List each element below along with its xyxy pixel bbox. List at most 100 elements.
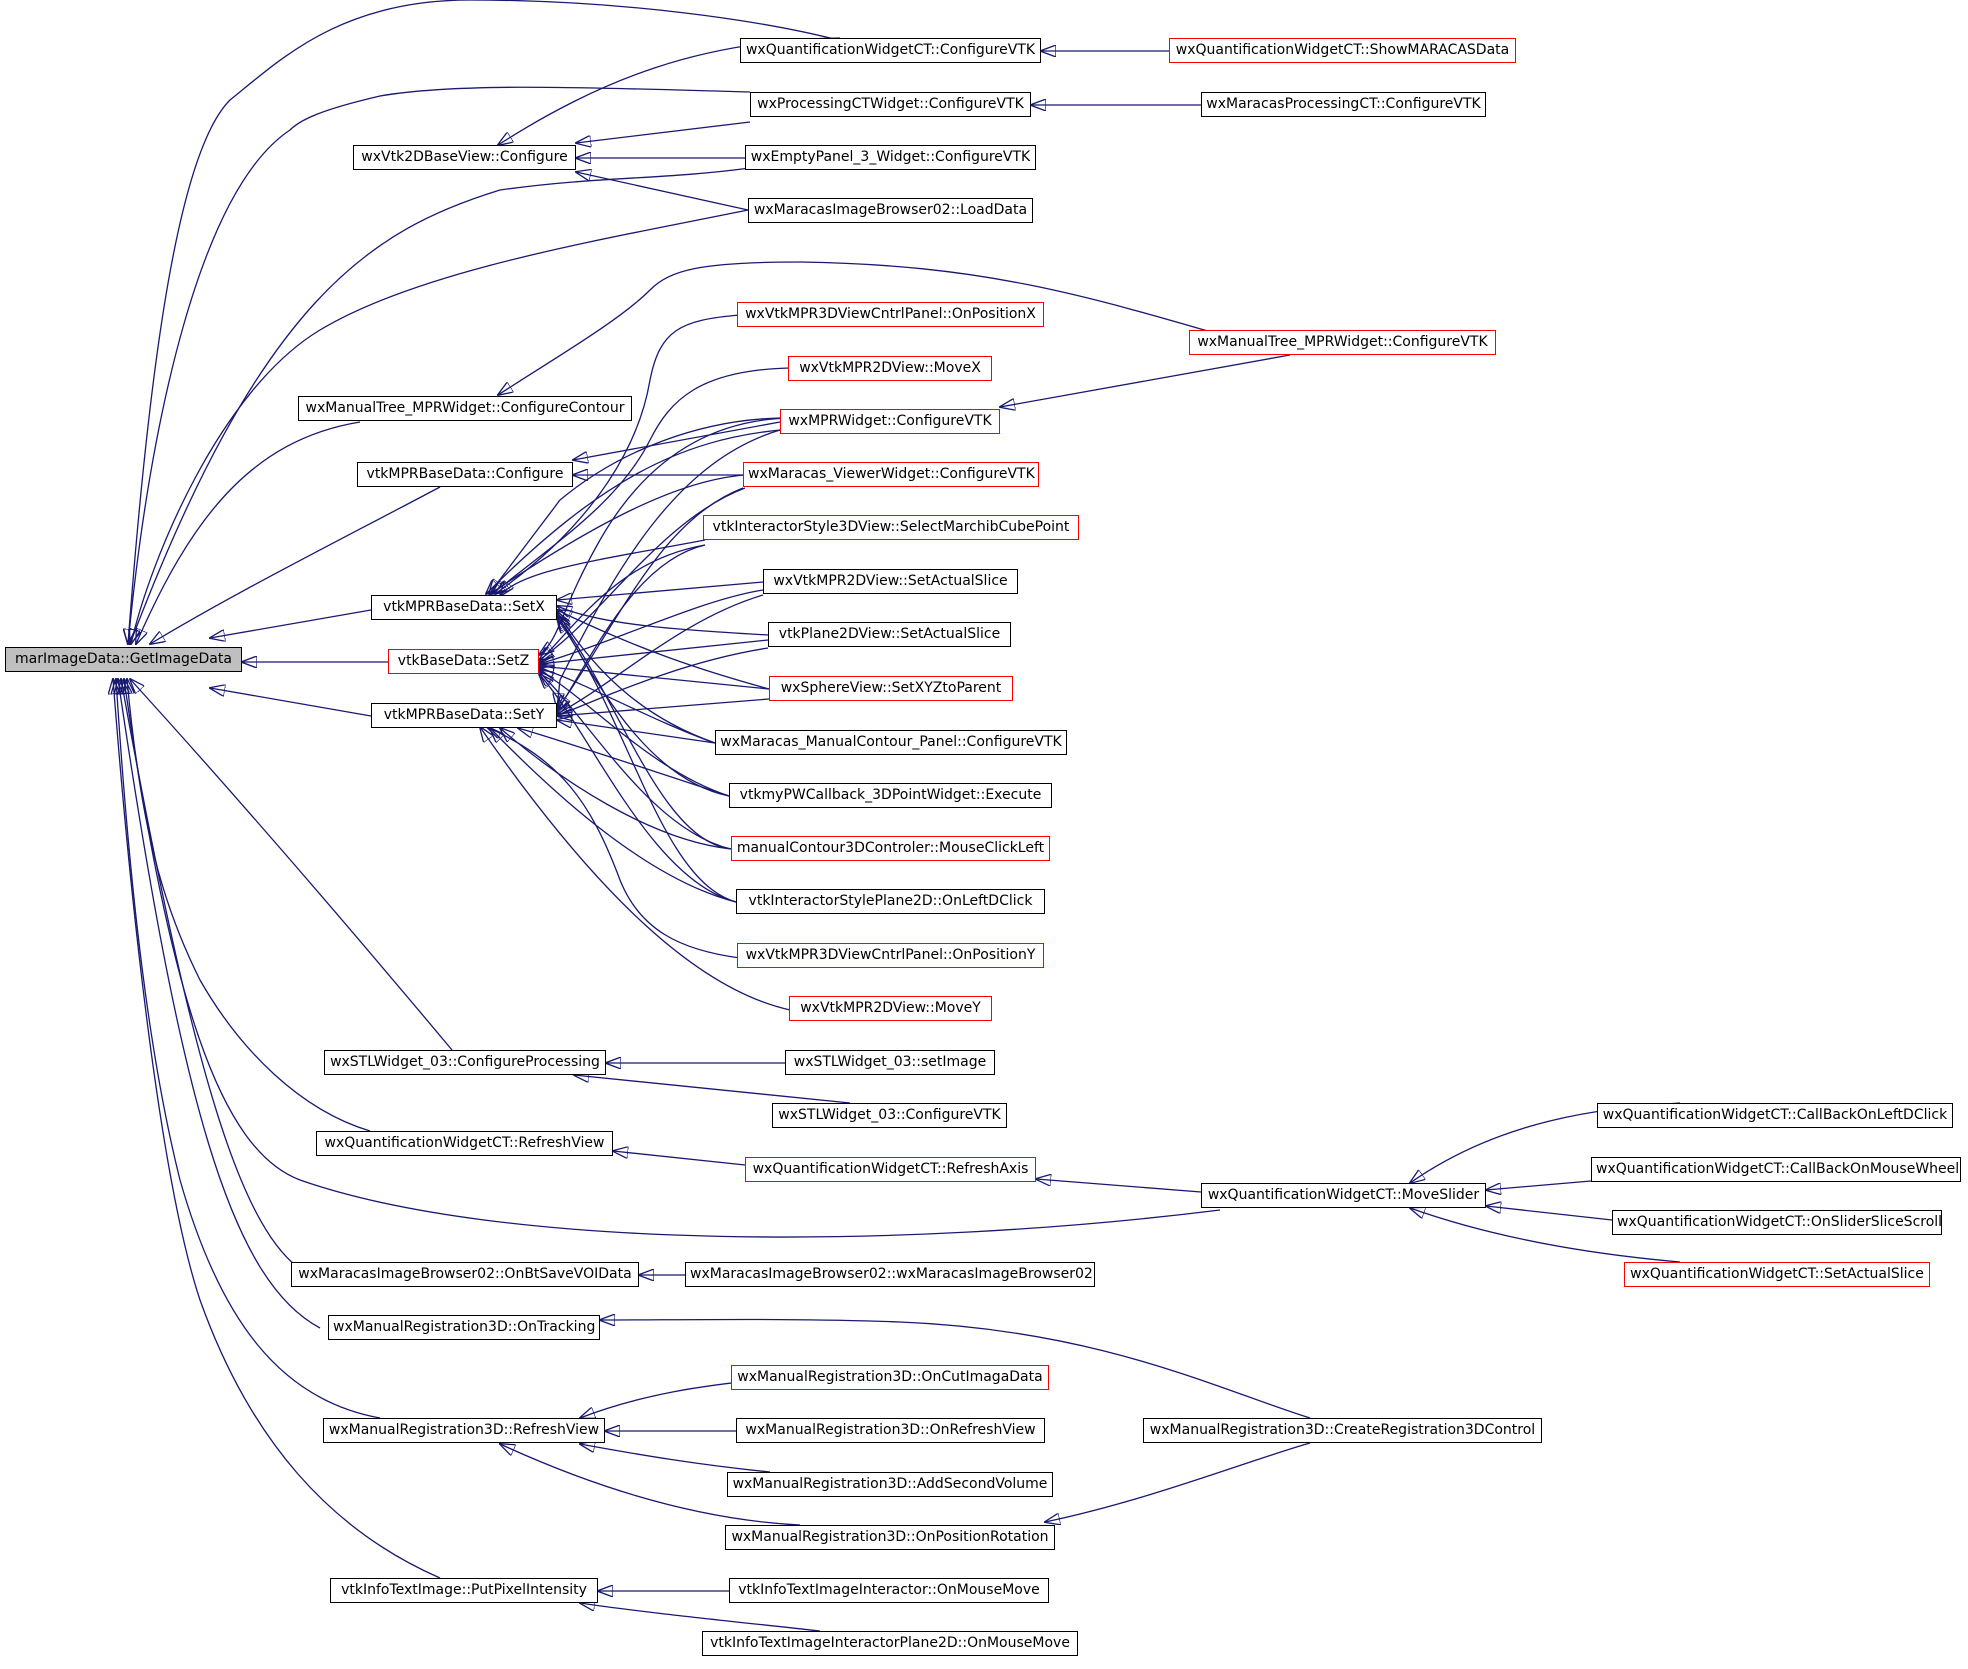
node-setx[interactable]: vtkMPRBaseData::SetX [371, 595, 557, 620]
node-mpr2d-set-actual-slice[interactable]: wxVtkMPR2DView::SetActualSlice [763, 569, 1018, 594]
call-edge [490, 474, 746, 594]
node-mt-configure-vtk[interactable]: wxManualTree_MPRWidget::ConfigureVTK [1189, 330, 1496, 355]
call-edge [1410, 1208, 1681, 1263]
node-q-refresh-axis[interactable]: wxQuantificationWidgetCT::RefreshAxis [745, 1157, 1036, 1182]
node-empty-panel-configure-vtk[interactable]: wxEmptyPanel_3_Widget::ConfigureVTK [745, 145, 1036, 170]
node-mr-refresh-view[interactable]: wxManualRegistration3D::RefreshView [323, 1418, 605, 1443]
node-root: marImageData::GetImageData [5, 647, 242, 672]
call-edge [136, 421, 361, 644]
node-q-configure-vtk[interactable]: wxQuantificationWidgetCT::ConfigureVTK [740, 38, 1041, 63]
call-edge [1045, 1442, 1311, 1522]
node-mpr2d-move-y[interactable]: wxVtkMPR2DView::MoveY [789, 996, 992, 1021]
node-mr-create-registration[interactable]: wxManualRegistration3D::CreateRegistrati… [1143, 1418, 1542, 1443]
node-vtk2dconf[interactable]: wxVtk2DBaseView::Configure [353, 145, 576, 170]
node-q-show-maracas-data[interactable]: wxQuantificationWidgetCT::ShowMARACASDat… [1169, 38, 1516, 63]
call-edge [557, 581, 764, 600]
call-edge [580, 1603, 821, 1632]
node-iti-plane2d-mouse-move[interactable]: vtkInfoTextImageInteractorPlane2D::OnMou… [702, 1631, 1078, 1656]
node-q-callback-mouse-wheel[interactable]: wxQuantificationWidgetCT::CallBackOnMous… [1591, 1157, 1961, 1182]
call-edge [131, 209, 749, 644]
node-maracas-processing-configure-vtk[interactable]: wxMaracasProcessingCT::ConfigureVTK [1201, 92, 1486, 117]
call-edge [600, 1320, 1311, 1419]
call-edge [118, 679, 321, 1329]
call-edge [1486, 1206, 1613, 1221]
node-manual-contour-configure-vtk[interactable]: wxMaracas_ManualContour_Panel::Configure… [715, 730, 1067, 755]
node-q-slider-slice-scroll[interactable]: wxQuantificationWidgetCT::OnSliderSliceS… [1612, 1210, 1942, 1235]
call-edge [539, 544, 706, 662]
call-edge [500, 1444, 801, 1526]
node-sety[interactable]: vtkMPRBaseData::SetY [371, 703, 557, 728]
call-edge [557, 647, 769, 716]
call-edge [573, 421, 781, 460]
call-edge [539, 670, 730, 797]
node-processing-configure-vtk[interactable]: wxProcessingCTWidget::ConfigureVTK [750, 92, 1031, 117]
call-edge [557, 544, 706, 712]
node-iti-mouse-move[interactable]: vtkInfoTextImageInteractor::OnMouseMove [729, 1578, 1049, 1603]
call-edge [124, 679, 1221, 1238]
node-mr-on-tracking[interactable]: wxManualRegistration3D::OnTracking [328, 1315, 600, 1340]
node-mr-position-rotation[interactable]: wxManualRegistration3D::OnPositionRotati… [725, 1525, 1055, 1550]
call-edge [574, 1075, 851, 1104]
call-edge [576, 121, 751, 143]
node-q-callback-left-dclick[interactable]: wxQuantificationWidgetCT::CallBackOnLeft… [1597, 1103, 1953, 1128]
node-q-move-slider[interactable]: wxQuantificationWidgetCT::MoveSlider [1201, 1183, 1486, 1208]
node-mib-constructor[interactable]: wxMaracasImageBrowser02::wxMaracasImageB… [685, 1262, 1095, 1287]
call-edge [128, 86, 751, 644]
node-viewer-configure-vtk[interactable]: wxMaracas_ViewerWidget::ConfigureVTK [743, 462, 1039, 487]
call-edge [480, 727, 791, 1011]
call-edge [113, 679, 441, 1579]
node-stl-configure-processing[interactable]: wxSTLWidget_03::ConfigureProcessing [324, 1050, 606, 1075]
node-q-set-actual-slice[interactable]: wxQuantificationWidgetCT::SetActualSlice [1624, 1262, 1930, 1287]
node-mpr-configure[interactable]: vtkMPRBaseData::Configure [357, 462, 573, 487]
call-edge [210, 688, 372, 717]
call-edge [539, 639, 769, 664]
node-mr-cut-imaga-data[interactable]: wxManualRegistration3D::OnCutImagaData [731, 1365, 1049, 1390]
call-edge [613, 1151, 746, 1166]
node-q-refresh-view[interactable]: wxQuantificationWidgetCT::RefreshView [316, 1131, 613, 1156]
call-edge [518, 728, 730, 797]
call-edge [539, 417, 791, 655]
call-edge [500, 728, 732, 850]
call-edge [498, 261, 1291, 395]
node-mr-add-second-volume[interactable]: wxManualRegistration3D::AddSecondVolume [727, 1472, 1053, 1497]
call-edge [116, 679, 381, 1419]
node-mt-configure-contour[interactable]: wxManualTree_MPRWidget::ConfigureContour [298, 396, 632, 421]
call-edge [1486, 1180, 1592, 1190]
node-stl-set-image[interactable]: wxSTLWidget_03::setImage [785, 1050, 995, 1075]
call-edge [557, 720, 716, 744]
node-mpr2d-move-x[interactable]: wxVtkMPR2DView::MoveX [788, 356, 992, 381]
node-mib-save-voi[interactable]: wxMaracasImageBrowser02::OnBtSaveVOIData [291, 1262, 639, 1287]
node-mr-on-refresh-view[interactable]: wxManualRegistration3D::OnRefreshView [736, 1418, 1045, 1443]
call-edge [487, 727, 741, 959]
call-edge [576, 172, 749, 211]
node-setz[interactable]: vtkBaseData::SetZ [388, 649, 539, 674]
call-edge [489, 417, 781, 594]
call-edge [150, 486, 441, 644]
node-plane2d-set-actual-slice[interactable]: vtkPlane2DView::SetActualSlice [768, 622, 1011, 647]
node-pw-callback-execute[interactable]: vtkmyPWCallback_3DPointWidget::Execute [729, 783, 1052, 808]
node-stl-configure-vtk[interactable]: wxSTLWidget_03::ConfigureVTK [772, 1103, 1007, 1128]
node-isp2d-left-dclick[interactable]: vtkInteractorStylePlane2D::OnLeftDClick [736, 889, 1045, 914]
node-sphere-set-xyz[interactable]: wxSphereView::SetXYZtoParent [769, 676, 1013, 701]
call-edge [486, 429, 781, 594]
call-edge [130, 679, 453, 1051]
call-edge [557, 429, 781, 708]
call-edge [495, 314, 741, 594]
call-edge [539, 589, 764, 664]
call-edge [557, 594, 764, 714]
call-edge [492, 367, 791, 594]
call-edge [490, 728, 737, 903]
node-mib-load-data[interactable]: wxMaracasImageBrowser02::LoadData [748, 198, 1033, 223]
call-edge [557, 618, 737, 903]
node-mpr-widget-configure-vtk[interactable]: wxMPRWidget::ConfigureVTK [780, 409, 1000, 434]
call-edge [1036, 1179, 1202, 1193]
node-select-marchib[interactable]: vtkInteractorStyle3DView::SelectMarchibC… [703, 515, 1079, 540]
call-edge [128, 0, 839, 644]
node-mpr3d-position-y[interactable]: wxVtkMPR3DViewCntrlPanel::OnPositionY [737, 943, 1044, 968]
call-edge [539, 672, 732, 850]
node-put-pixel-intensity[interactable]: vtkInfoTextImage::PutPixelIntensity [330, 1578, 598, 1603]
node-mc3d-mouse-click-left[interactable]: manualContour3DControler::MouseClickLeft [731, 836, 1050, 861]
call-edge [557, 698, 770, 716]
node-mpr3d-position-x[interactable]: wxVtkMPR3DViewCntrlPanel::OnPositionX [737, 302, 1044, 327]
call-edge [1000, 354, 1291, 407]
